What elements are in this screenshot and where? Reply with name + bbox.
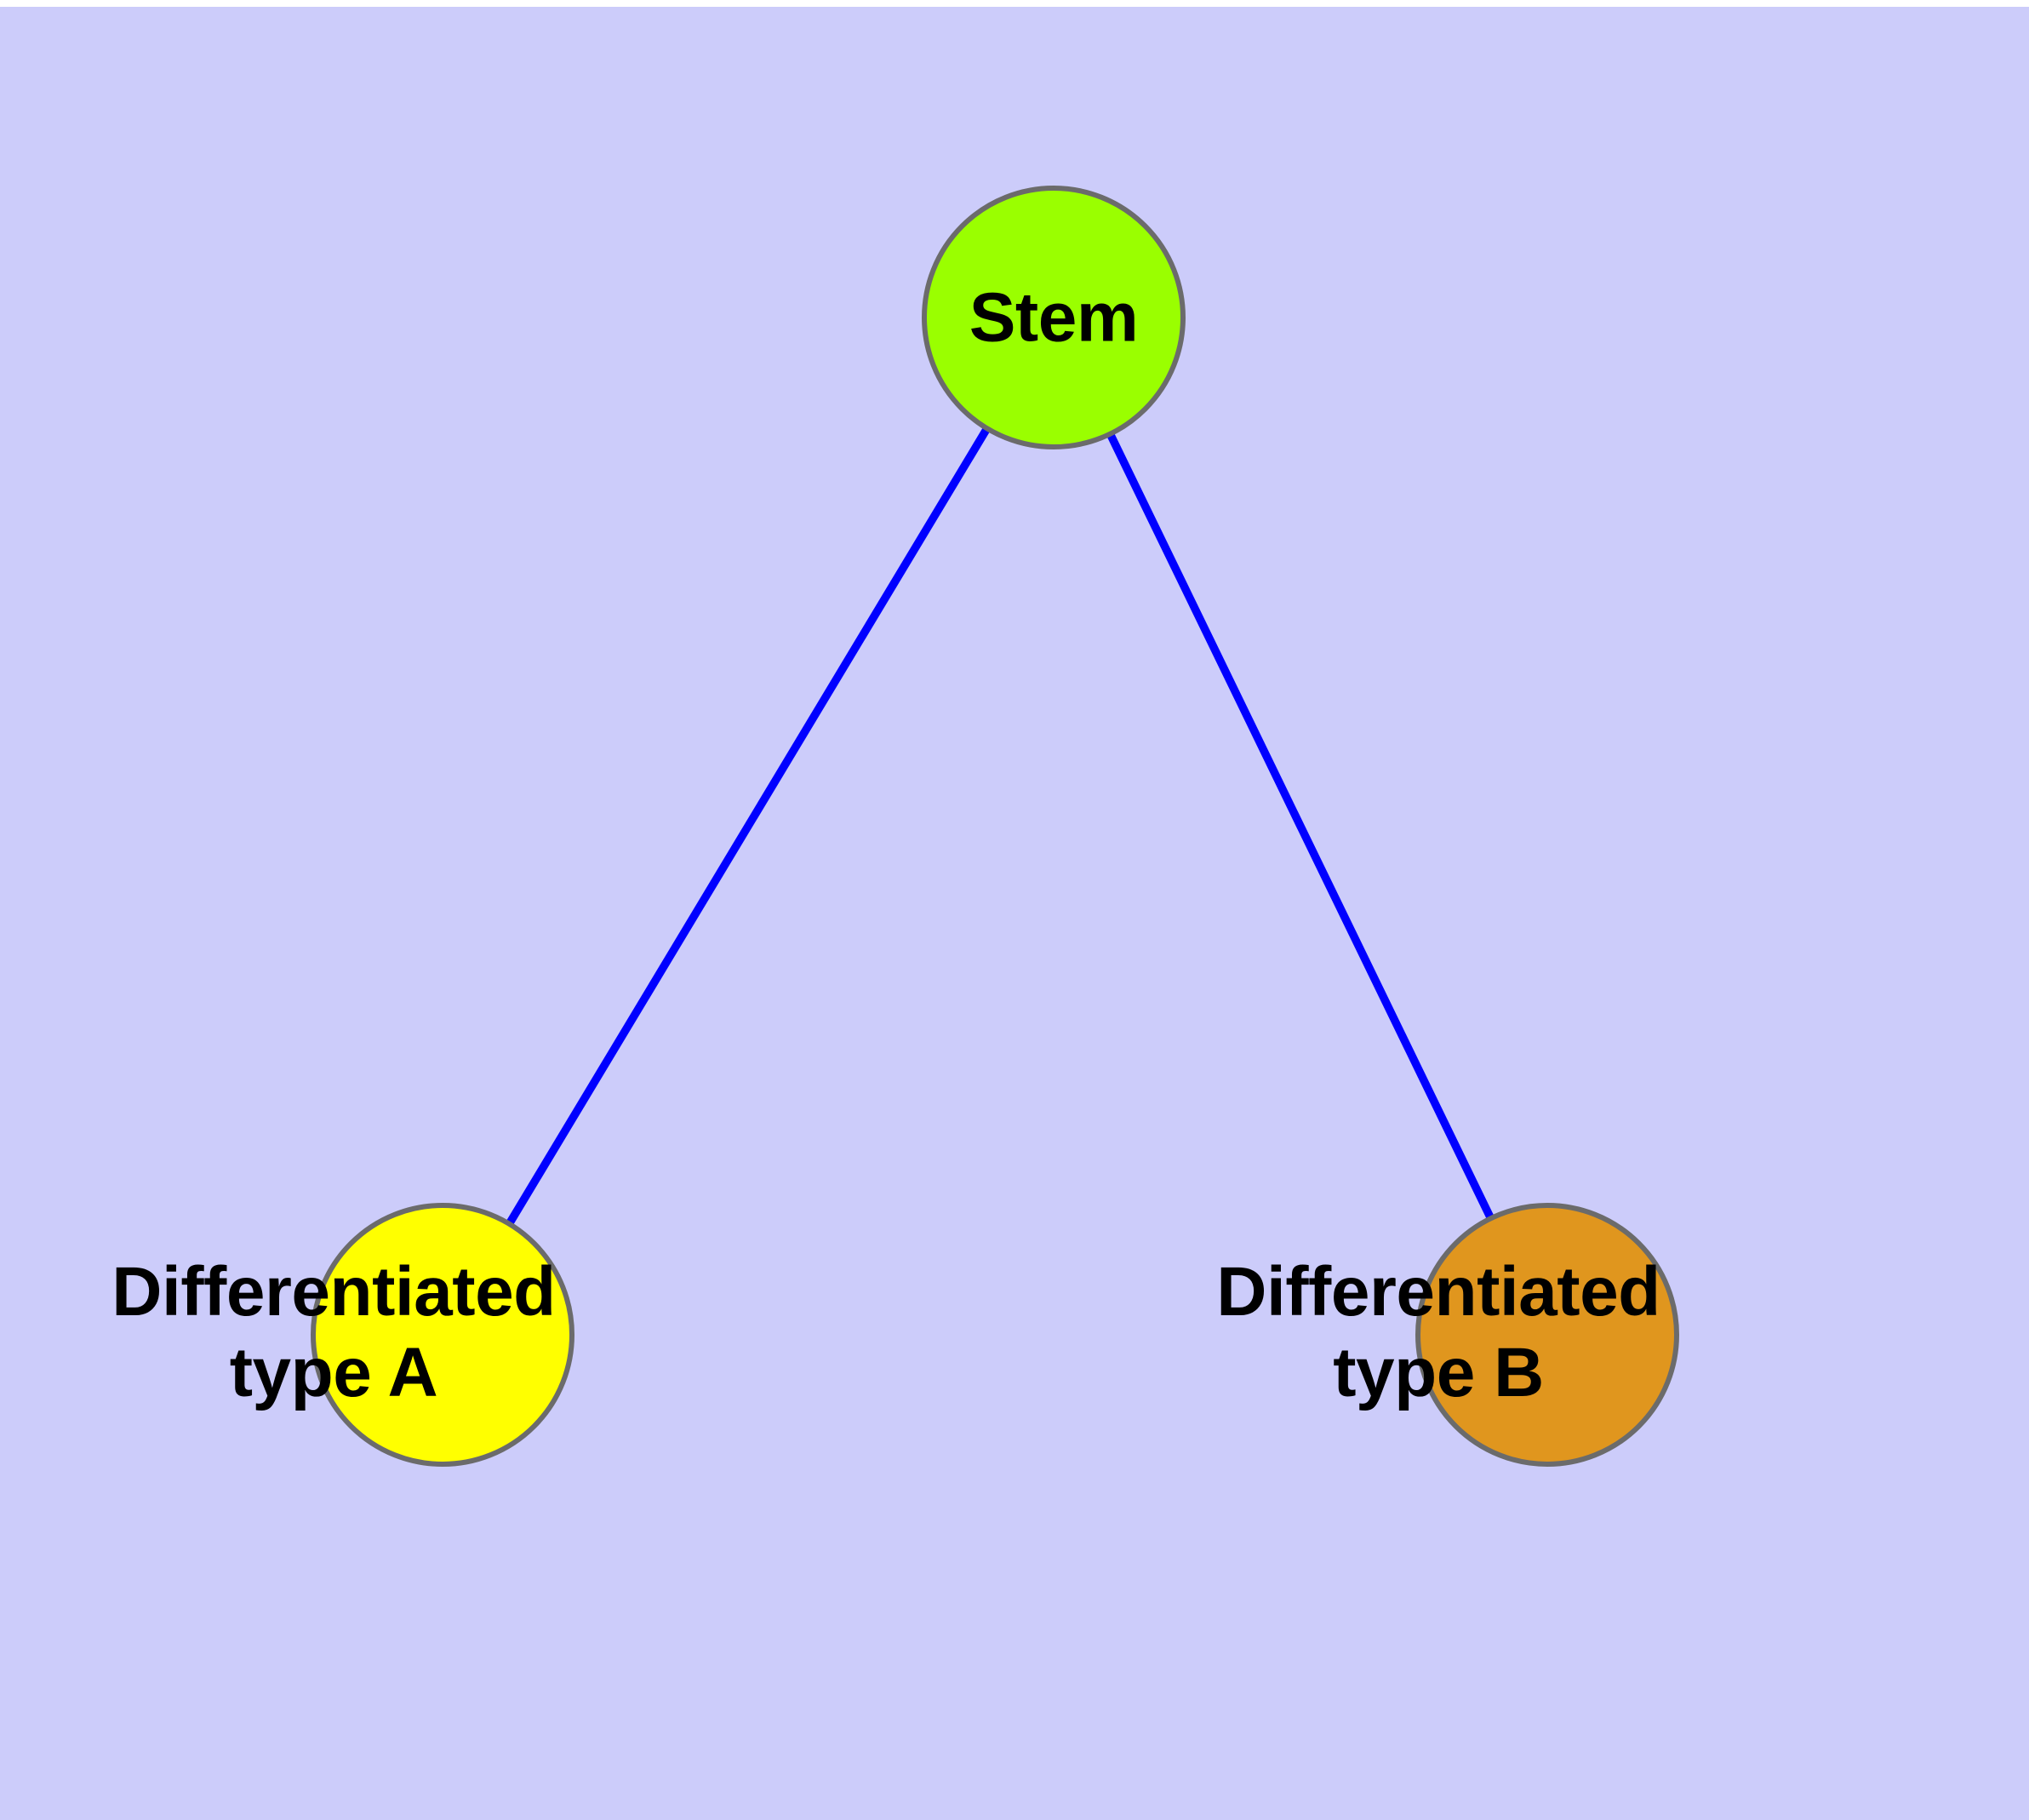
node-differentiated-type-b[interactable] <box>1415 1203 1679 1467</box>
edge-stem-to-differentiated-type-a[interactable] <box>438 315 1058 1337</box>
edge-stem-to-differentiated-type-b[interactable] <box>1049 315 1552 1337</box>
node-layer <box>311 186 1679 1467</box>
network-graph <box>311 186 1679 1467</box>
node-stem[interactable] <box>922 186 1186 449</box>
node-differentiated-type-a[interactable] <box>311 1203 574 1467</box>
diagram-plot-area: Stem Differentiated type A Differentiate… <box>0 7 2029 1820</box>
edge-layer <box>438 315 1552 1337</box>
